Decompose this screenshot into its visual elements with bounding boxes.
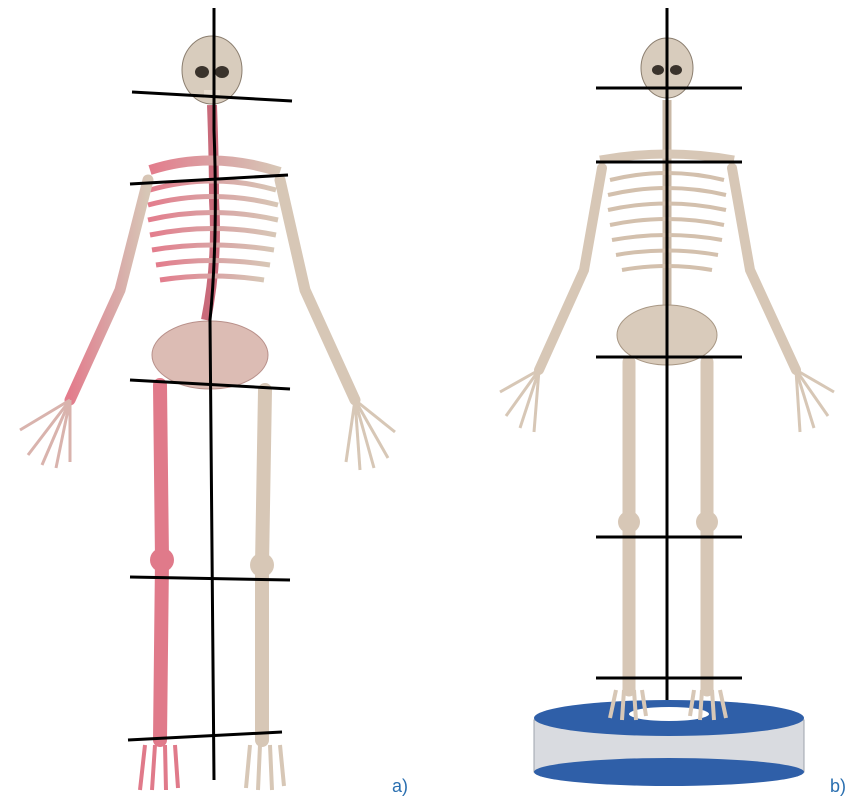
left-arm-a xyxy=(70,180,148,400)
right-hand-a xyxy=(346,400,395,470)
right-arm-b xyxy=(732,168,796,370)
right-arm-a xyxy=(280,180,355,400)
skeleton-b-drawing xyxy=(424,0,848,800)
skeleton-a-drawing xyxy=(0,0,424,800)
left-arm-b xyxy=(539,168,602,370)
figure-a-skeleton-asymmetric xyxy=(0,0,424,800)
figure-b-skeleton-aligned xyxy=(424,0,848,800)
rotating-platform xyxy=(534,700,804,786)
left-hand-a xyxy=(20,400,70,468)
panel-label-a: a) xyxy=(392,776,408,797)
panel-label-b: b) xyxy=(830,776,846,797)
